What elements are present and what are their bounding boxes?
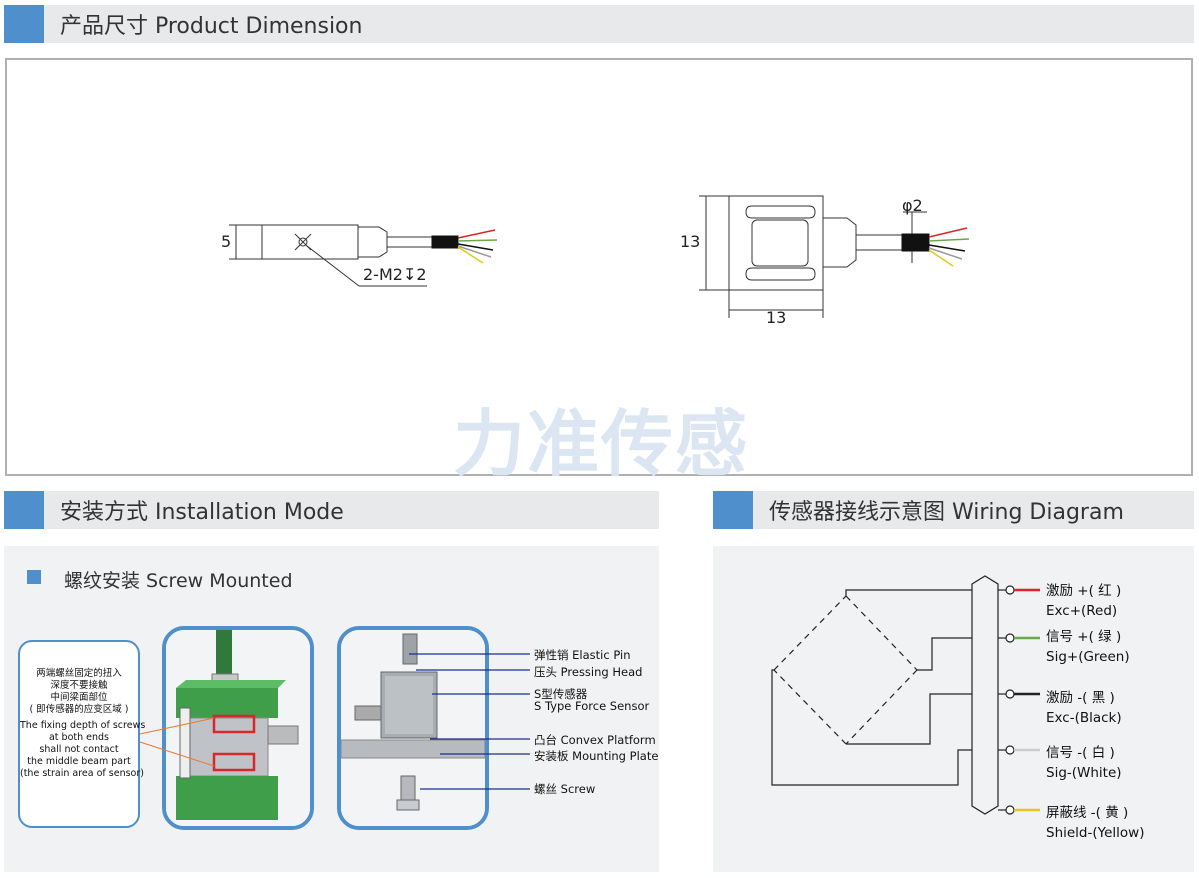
- callout-s-sensor-en: S Type Force Sensor: [534, 699, 650, 713]
- watermark-logo: 力准传感: [453, 402, 750, 486]
- callout-convex-platform: 凸台 Convex Platform: [534, 733, 656, 747]
- note-line-cn: 中间梁面部位: [50, 692, 108, 703]
- wire-label-en: Exc+(Red): [1046, 603, 1118, 619]
- section-title: 产品尺寸 Product Dimension: [60, 14, 363, 39]
- section-title: 安装方式 Installation Mode: [60, 500, 344, 525]
- dim-width: 13: [766, 308, 787, 327]
- wire-label-en: Exc-(Black): [1046, 710, 1122, 726]
- sensor-photo-exploded: [337, 626, 489, 830]
- section-accent: [4, 491, 44, 529]
- callout-pressing-head: 压头 Pressing Head: [534, 665, 643, 679]
- dim-hole-spec: 2-M2↧2: [363, 265, 427, 284]
- wire-label-cn: 激励 +( 红 ): [1046, 583, 1122, 599]
- dim-height: 13: [680, 232, 701, 251]
- front-view: [699, 195, 970, 318]
- callout-screw: 螺丝 Screw: [534, 782, 596, 796]
- subsection-marker: [27, 570, 41, 584]
- section-header-installation: 安装方式 Installation Mode: [4, 491, 659, 529]
- installation-subtitle: 螺纹安装 Screw Mounted: [64, 570, 293, 592]
- section-title: 传感器接线示意图 Wiring Diagram: [769, 500, 1124, 525]
- installation-note: 两端螺丝固定的扭入 深度不要接触 中间梁面部位 ( 即传感器的应变区域 ) Th…: [18, 640, 146, 828]
- wire-label-sig-minus: 信号 -( 白 ) Sig-(White): [1046, 743, 1122, 783]
- section-accent: [713, 491, 753, 529]
- note-line-en: The fixing depth of screws: [20, 720, 146, 731]
- wire-label-cn: 信号 -( 白 ): [1046, 745, 1115, 761]
- note-line-en: (the strain area of sensor): [20, 768, 144, 779]
- note-line-en: at both ends: [48, 732, 110, 743]
- wire-label-cn: 激励 -( 黑 ): [1046, 690, 1115, 706]
- dimension-drawings: [229, 195, 970, 318]
- wire-label-en: Shield-(Yellow): [1046, 825, 1145, 841]
- wire-label-exc-plus: 激励 +( 红 ) Exc+(Red): [1046, 581, 1121, 621]
- wire-label-cn: 屏蔽线 -( 黄 ): [1046, 805, 1129, 821]
- wire-label-en: Sig+(Green): [1046, 649, 1130, 665]
- wire-label-en: Sig-(White): [1046, 765, 1122, 781]
- note-line-en: shall not contact: [39, 744, 119, 755]
- callout-mounting-plate: 安装板 Mounting Plate: [534, 749, 659, 763]
- note-line-en: the middle beam part: [27, 756, 131, 767]
- wiring-panel: [713, 546, 1194, 872]
- dim-cable-diameter: φ2: [902, 196, 923, 215]
- note-line-cn: 深度不要接触: [50, 680, 108, 691]
- wire-label-cn: 信号 +( 绿 ): [1046, 629, 1122, 645]
- note-line-cn: ( 即传感器的应变区域 ): [29, 704, 129, 715]
- section-accent: [4, 5, 44, 43]
- wire-label-sig-plus: 信号 +( 绿 ) Sig+(Green): [1046, 627, 1130, 667]
- wire-label-shield: 屏蔽线 -( 黄 ) Shield-(Yellow): [1046, 803, 1144, 843]
- dim-thickness: 5: [221, 232, 232, 251]
- dimension-drawing-panel: 5 2-M2↧2 13 13 φ2 力准传感: [5, 58, 1193, 486]
- note-line-cn: 两端螺丝固定的扭入: [36, 668, 122, 679]
- wire-label-exc-minus: 激励 -( 黑 ) Exc-(Black): [1046, 688, 1122, 728]
- side-view: [229, 224, 498, 287]
- exploded-illustration: [341, 630, 485, 826]
- section-header-dimension: 产品尺寸 Product Dimension: [4, 5, 1194, 43]
- section-header-wiring: 传感器接线示意图 Wiring Diagram: [713, 491, 1194, 529]
- callout-s-sensor-cn: S型传感器: [534, 687, 588, 701]
- callout-elastic-pin: 弹性销 Elastic Pin: [534, 648, 631, 662]
